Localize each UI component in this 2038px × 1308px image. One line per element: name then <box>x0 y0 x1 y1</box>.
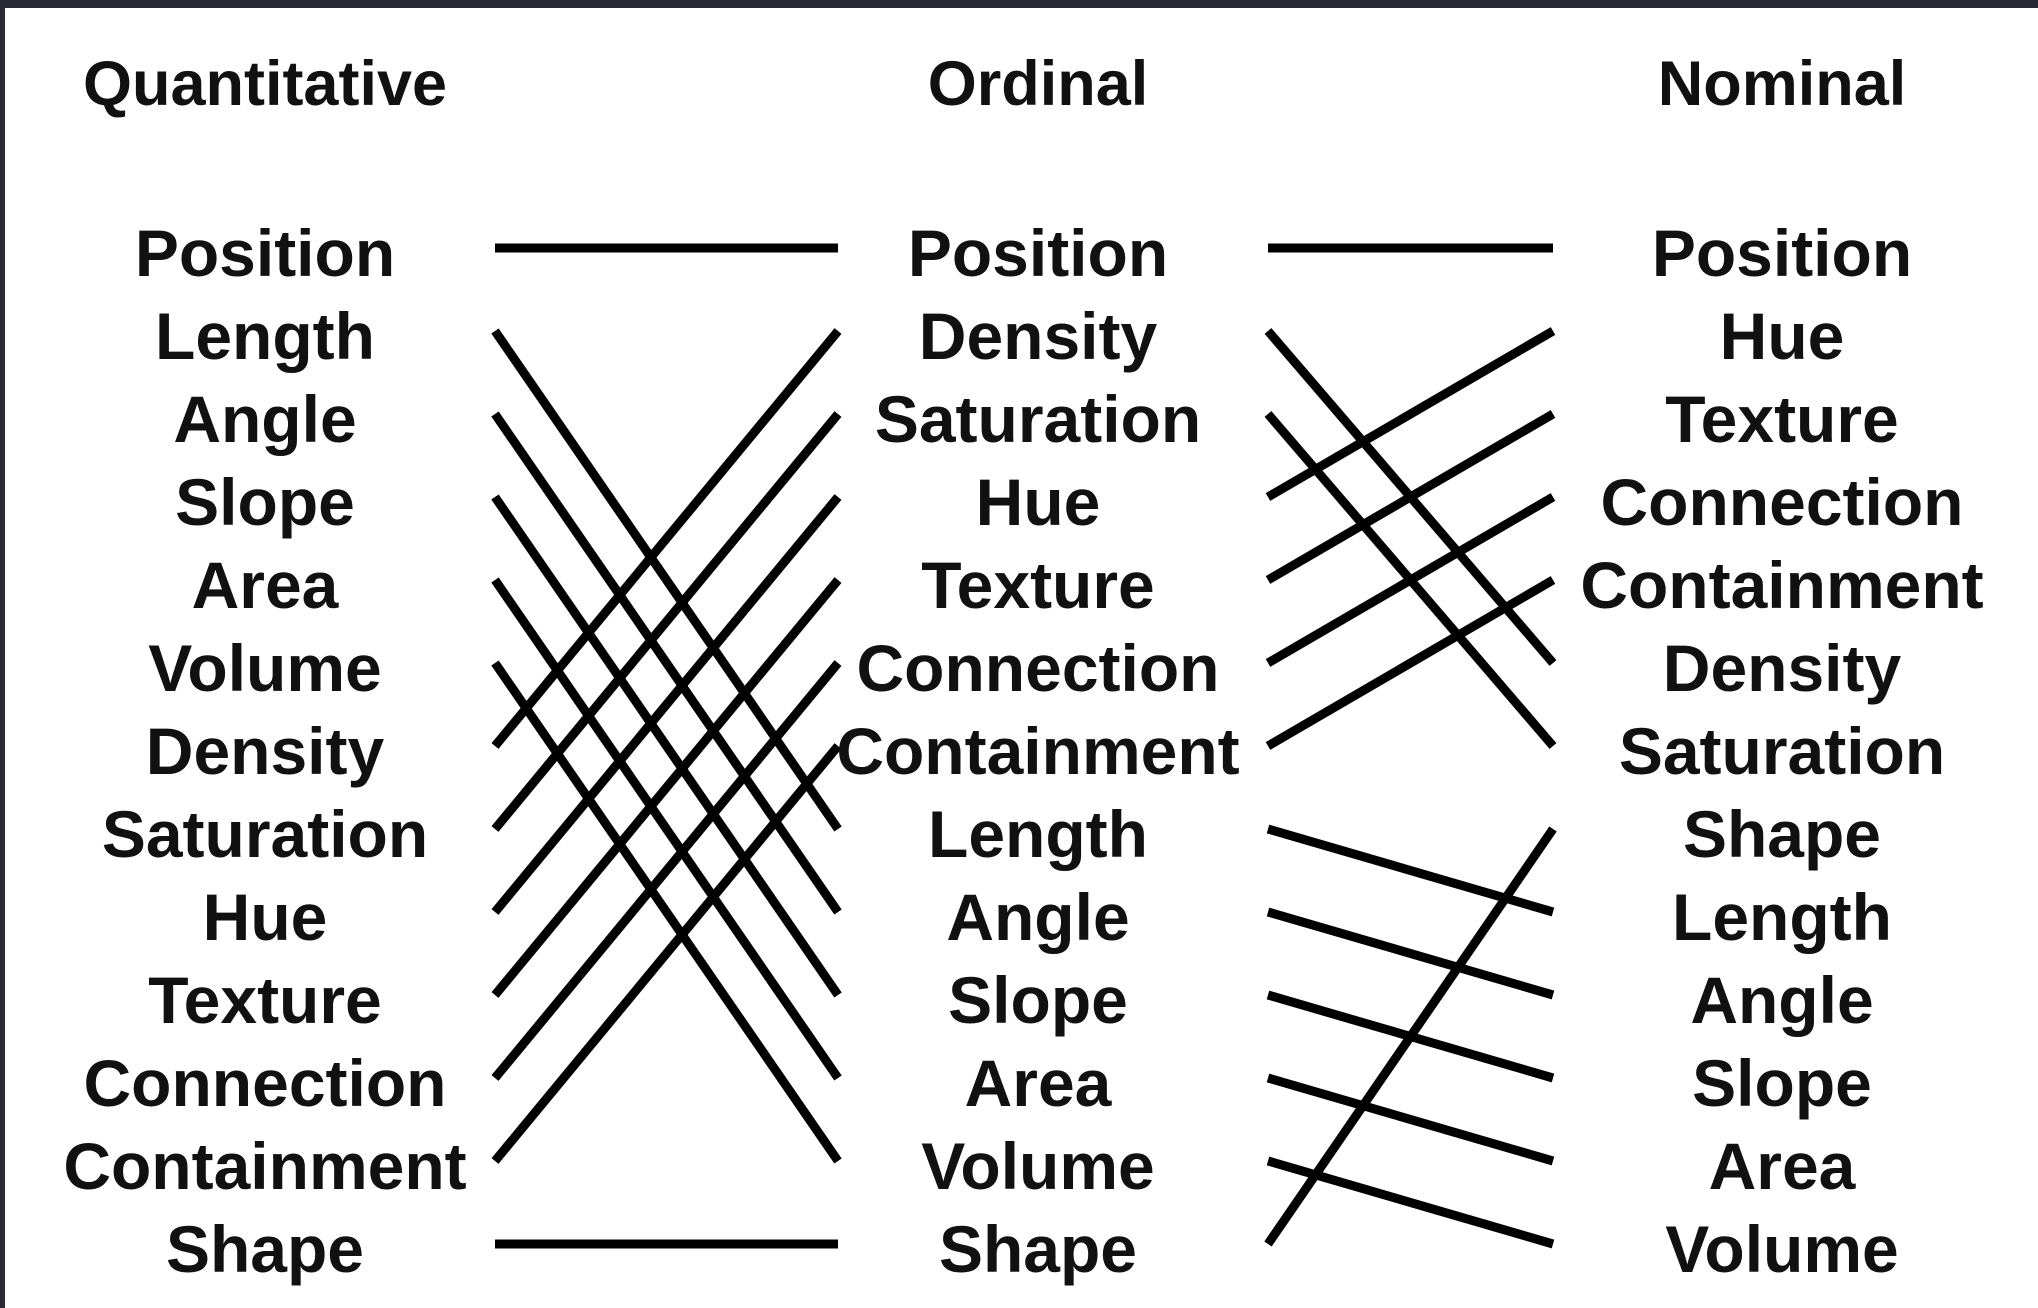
link-volume <box>491 660 842 1164</box>
column-ordinal: Position Density Saturation Hue Texture … <box>836 216 1239 1286</box>
link-length <box>491 328 842 832</box>
quantitative-item: Angle <box>173 382 356 456</box>
nominal-item: Length <box>1672 880 1892 954</box>
nominal-item: Position <box>1652 216 1912 290</box>
ordinal-item: Connection <box>857 631 1220 705</box>
link-containment <box>491 743 842 1164</box>
quantitative-item: Connection <box>84 1046 447 1120</box>
quantitative-item: Area <box>192 548 340 622</box>
nominal-item: Slope <box>1692 1046 1872 1120</box>
quantitative-item: Saturation <box>102 797 428 871</box>
quantitative-item: Texture <box>148 963 382 1037</box>
link-texture <box>1265 410 1556 584</box>
nominal-item: Area <box>1709 1129 1857 1203</box>
nominal-item: Hue <box>1720 299 1845 373</box>
link-shape <box>1264 826 1557 1247</box>
quantitative-item: Shape <box>166 1212 364 1286</box>
nominal-item: Texture <box>1665 382 1899 456</box>
header-quantitative: Quantitative <box>83 49 447 119</box>
ordinal-item: Containment <box>836 714 1239 788</box>
ordinal-item: Volume <box>921 1129 1154 1203</box>
header-nominal: Nominal <box>1658 49 1907 119</box>
ordinal-item: Density <box>919 299 1158 373</box>
ordinal-item: Shape <box>939 1212 1137 1286</box>
link-length <box>1266 824 1555 917</box>
nominal-item: Saturation <box>1619 714 1945 788</box>
quantitative-item: Containment <box>63 1129 466 1203</box>
links-quantitative-ordinal <box>491 243 842 1249</box>
nominal-item: Volume <box>1665 1212 1898 1286</box>
ordinal-item: Slope <box>948 963 1128 1037</box>
link-connection <box>1265 493 1556 667</box>
link-connection <box>491 660 842 1081</box>
nominal-item: Angle <box>1690 963 1873 1037</box>
ordinal-item: Position <box>908 216 1168 290</box>
ordinal-item: Saturation <box>875 382 1201 456</box>
ordinal-item: Texture <box>921 548 1155 622</box>
nominal-item: Containment <box>1580 548 1983 622</box>
link-area <box>1266 1073 1555 1166</box>
links-ordinal-nominal <box>1264 243 1557 1249</box>
link-area <box>491 577 842 1081</box>
ordinal-item: Angle <box>946 880 1129 954</box>
nominal-item: Connection <box>1601 465 1964 539</box>
link-containment <box>1265 576 1556 750</box>
quantitative-item: Length <box>155 299 375 373</box>
link-density <box>491 328 842 749</box>
link-saturation <box>491 411 842 832</box>
quantitative-item: Hue <box>203 880 328 954</box>
quantitative-item: Volume <box>148 631 381 705</box>
quantitative-item: Slope <box>175 465 355 539</box>
column-nominal: Position Hue Texture Connection Containm… <box>1580 216 1983 1286</box>
diagram-background <box>5 8 2038 1308</box>
link-texture <box>491 577 842 998</box>
ordinal-item: Length <box>928 797 1148 871</box>
quantitative-item: Position <box>135 216 395 290</box>
ordinal-item: Hue <box>976 465 1101 539</box>
header-ordinal: Ordinal <box>928 49 1149 119</box>
link-angle <box>491 411 842 915</box>
link-hue <box>491 494 842 915</box>
column-quantitative: Position Length Angle Slope Area Volume … <box>63 216 466 1286</box>
nominal-item: Density <box>1663 631 1902 705</box>
link-slope <box>491 494 842 998</box>
ordinal-item: Area <box>965 1046 1113 1120</box>
nominal-item: Shape <box>1683 797 1881 871</box>
link-volume <box>1266 1156 1555 1249</box>
link-hue <box>1265 327 1556 501</box>
link-angle <box>1266 907 1555 1000</box>
quantitative-item: Density <box>146 714 385 788</box>
